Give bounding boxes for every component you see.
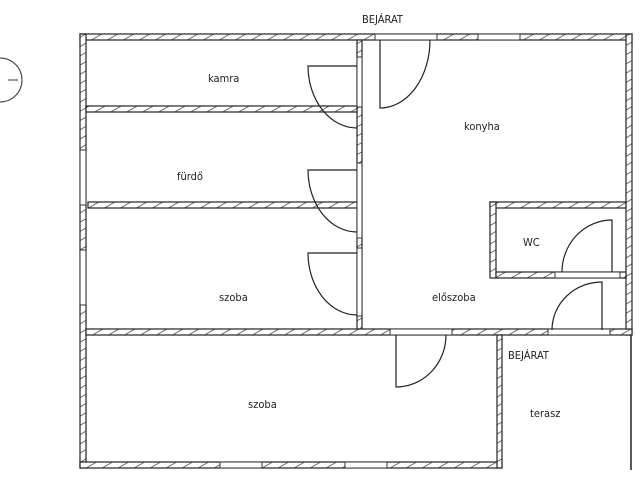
entrance-label-side: BEJÁRAT bbox=[508, 349, 550, 362]
door-wc bbox=[561, 219, 613, 273]
room-label-eloszoba: előszoba bbox=[432, 291, 476, 304]
room-label-szoba: szoba bbox=[219, 291, 248, 304]
door-entrance bbox=[379, 39, 431, 109]
door-kamra bbox=[307, 65, 358, 129]
compass-icon bbox=[0, 57, 23, 103]
room-label-szoba: szoba bbox=[248, 398, 277, 411]
door-furdo bbox=[307, 169, 358, 233]
walls bbox=[79, 33, 633, 470]
room-label-kamra: kamra bbox=[208, 72, 239, 85]
room-label-terasz: terasz bbox=[530, 407, 560, 420]
door-szoba2 bbox=[395, 334, 447, 388]
room-label-wc: WC bbox=[523, 236, 540, 249]
room-label-konyha: konyha bbox=[464, 120, 500, 133]
door-eloszoba bbox=[551, 281, 603, 331]
windows bbox=[79, 33, 621, 469]
doors bbox=[307, 39, 613, 388]
room-label-furdo: fürdő bbox=[177, 170, 203, 183]
entrance-label-top: BEJÁRAT bbox=[362, 13, 404, 26]
door-szoba1 bbox=[307, 252, 358, 316]
